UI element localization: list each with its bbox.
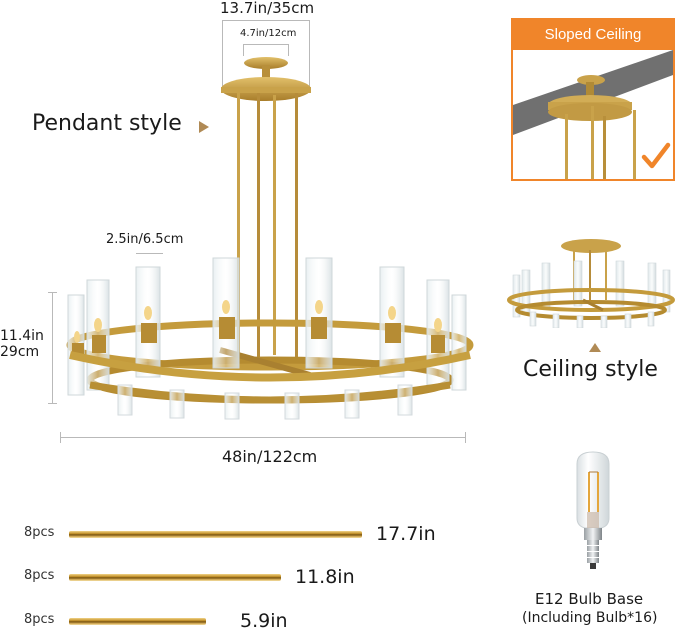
rod-long: [69, 531, 362, 538]
height-dim-tick-top: [48, 292, 57, 293]
canopy-inner-dim-left: [243, 44, 244, 56]
rod-qty-3: 8pcs: [24, 612, 55, 627]
canopy-outer-dim-left: [222, 20, 223, 90]
shade-width-dimension: 2.5in/6.5cm: [106, 232, 184, 247]
height-dimension-cm: 29cm: [0, 344, 40, 360]
width-dim-tick-left: [60, 432, 61, 443]
rod-qty-2: 8pcs: [24, 568, 55, 583]
rod-medium: [69, 574, 281, 581]
bulb-subtitle: (Including Bulb*16): [522, 610, 658, 626]
canopy-outer-dim-right: [309, 20, 310, 90]
height-dimension-in: 11.4in: [0, 328, 44, 344]
rod-length-3: 5.9in: [240, 610, 288, 632]
sloped-ceiling-image: [513, 50, 673, 179]
checkmark-icon: [641, 142, 671, 169]
rod-length-2: 11.8in: [295, 566, 355, 588]
triangle-right-icon: [199, 121, 209, 133]
rod-length-1: 17.7in: [376, 523, 436, 545]
rod-qty-1: 8pcs: [24, 525, 55, 540]
height-dim-tick-bottom: [48, 403, 57, 404]
height-dim-line: [52, 292, 53, 404]
pendant-style-label: Pendant style: [32, 111, 182, 136]
bulb-title: E12 Bulb Base: [535, 590, 644, 608]
e12-bulb-image: [576, 451, 610, 569]
canopy-inner-dim-right: [288, 44, 289, 56]
canopy-outer-dimension: 13.7in/35cm: [220, 0, 315, 17]
width-dimension: 48in/122cm: [222, 447, 318, 466]
ceiling-style-label: Ceiling style: [523, 357, 658, 382]
chandelier-pendant-image: [66, 57, 474, 420]
canopy-inner-dim-top: [243, 44, 289, 45]
width-dim-tick-right: [465, 432, 466, 443]
sloped-ceiling-header: Sloped Ceiling: [513, 20, 673, 50]
width-dim-line: [60, 437, 466, 438]
shade-width-dim-line: [136, 253, 163, 254]
triangle-up-icon: [589, 343, 601, 352]
rod-short: [69, 618, 206, 625]
chandelier-ceiling-image: [507, 239, 675, 328]
sloped-ceiling-panel: Sloped Ceiling: [511, 18, 675, 181]
canopy-outer-dim-top: [222, 20, 310, 21]
canopy-inner-dimension: 4.7in/12cm: [240, 28, 297, 39]
